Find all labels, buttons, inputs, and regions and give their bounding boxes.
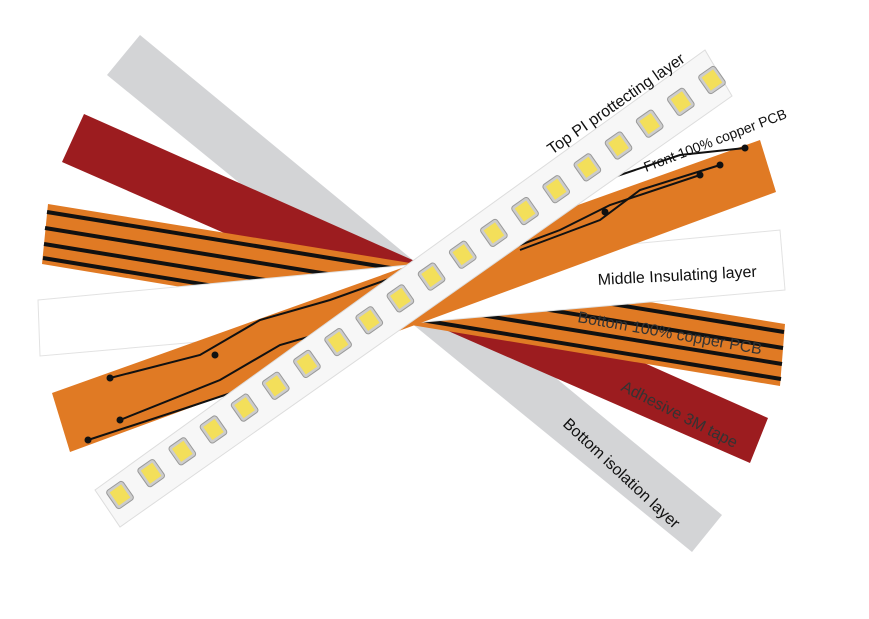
led-chip <box>604 131 633 160</box>
led-chip <box>106 480 134 510</box>
led-chip <box>667 87 695 116</box>
top-pi-led-strip <box>94 49 733 528</box>
led-chip <box>698 65 726 95</box>
led-chip <box>168 437 197 466</box>
led-chip <box>199 415 228 444</box>
led-chip <box>261 371 290 400</box>
led-chip <box>573 153 602 182</box>
led-chip <box>293 349 321 379</box>
led-chip <box>137 459 165 488</box>
led-chip <box>480 218 508 247</box>
led-chip <box>324 328 352 357</box>
led-chip <box>542 175 571 204</box>
led-chip <box>230 393 259 422</box>
led-chip <box>448 240 477 269</box>
led-chip <box>417 262 446 291</box>
led-chip <box>355 306 384 335</box>
led-chip <box>386 284 415 313</box>
led-chip <box>511 196 539 226</box>
led-chip <box>635 109 664 138</box>
